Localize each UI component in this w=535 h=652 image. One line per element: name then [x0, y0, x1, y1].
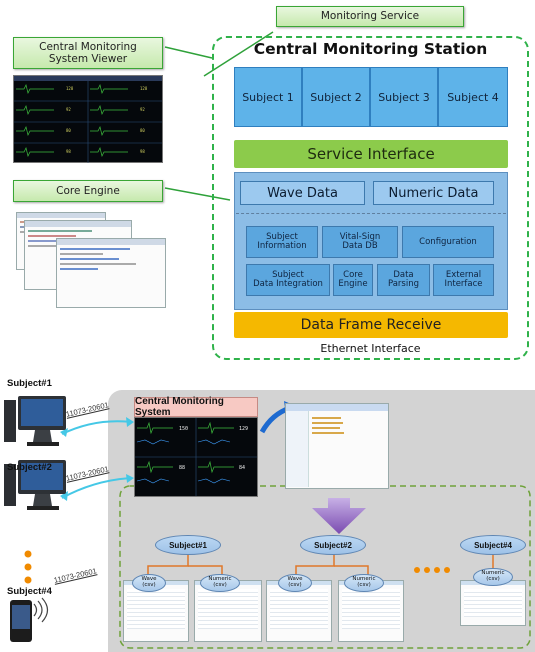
external-interface-cell: External Interface: [433, 264, 494, 296]
svg-text:80: 80: [140, 128, 145, 133]
wave-csv-label-1: Wave (csv): [132, 574, 166, 592]
wave-csv-window-1: [123, 580, 189, 642]
svg-text:98: 98: [140, 149, 145, 154]
subject4-device-label: Subject#4: [7, 586, 52, 597]
engine-divider: [236, 213, 506, 214]
svg-text:84: 84: [239, 465, 245, 471]
svg-text:92: 92: [66, 107, 71, 112]
subject2-device-label: Subject#2: [7, 462, 52, 473]
wave-csv-label-2: Wave (csv): [278, 574, 312, 592]
numeric-data-cell: Numeric Data: [373, 181, 494, 205]
central-monitoring-station: [212, 36, 529, 360]
svg-text:80: 80: [66, 128, 71, 133]
cms-monitor-screenshot: 150 129 88 84: [134, 417, 258, 497]
svg-text:92: 92: [140, 107, 145, 112]
subject1-db-cylinder: Subject#1: [155, 535, 221, 555]
core-engine-cell: Core Engine: [333, 264, 373, 296]
numeric-csv-label-2: Numeric (csv): [344, 574, 384, 592]
subject-4-cell: Subject 4: [438, 67, 508, 127]
cms-title-bar: Central Monitoring System: [134, 396, 258, 418]
core-engine-label: Core Engine: [13, 180, 163, 202]
computer-icons: [4, 396, 66, 510]
data-frame-receive-bar: Data Frame Receive: [234, 312, 508, 338]
monitoring-service-label: Monitoring Service: [276, 6, 464, 27]
subject-data-integration-cell: Subject Data Integration: [246, 264, 330, 296]
subject1-device-label: Subject#1: [7, 378, 52, 389]
subject4-db-cylinder: Subject#4: [460, 535, 526, 555]
vital-sign-db-cell: Vital-Sign Data DB: [322, 226, 398, 258]
numeric-csv-window-2: [338, 580, 404, 642]
ethernet-interface-label: Ethernet Interface: [320, 342, 421, 355]
svg-text:98: 98: [66, 149, 71, 154]
subject-2-cell: Subject 2: [302, 67, 370, 127]
subject-3-cell: Subject 3: [370, 67, 438, 127]
svg-text:129: 129: [239, 426, 248, 432]
svg-text:128: 128: [140, 86, 148, 91]
connector-lines: [164, 31, 274, 201]
file-explorer-screenshot: [285, 403, 389, 489]
wave-data-cell: Wave Data: [240, 181, 365, 205]
svg-text:128: 128: [66, 86, 74, 91]
code-screenshot-3: [56, 238, 166, 308]
viewer-screenshot: 128 128 92 92 80 80 98 98: [13, 75, 163, 163]
subject2-db-cylinder: Subject#2: [300, 535, 366, 555]
data-parsing-cell: Data Parsing: [377, 264, 430, 296]
station-title: Central Monitoring Station: [253, 40, 488, 58]
subject-1-cell: Subject 1: [234, 67, 302, 127]
configuration-cell: Configuration: [402, 226, 494, 258]
svg-text:88: 88: [179, 465, 185, 471]
central-monitoring-viewer-label: Central Monitoring System Viewer: [13, 37, 163, 69]
subject-information-cell: Subject Information: [246, 226, 318, 258]
numeric-csv-label-4: Numeric (csv): [473, 568, 513, 586]
bottom-graphics: [4, 396, 531, 649]
numeric-csv-window-4: [460, 580, 526, 626]
numeric-csv-label-1: Numeric (csv): [200, 574, 240, 592]
service-interface-bar: Service Interface: [234, 140, 508, 168]
svg-text:150: 150: [179, 426, 188, 432]
